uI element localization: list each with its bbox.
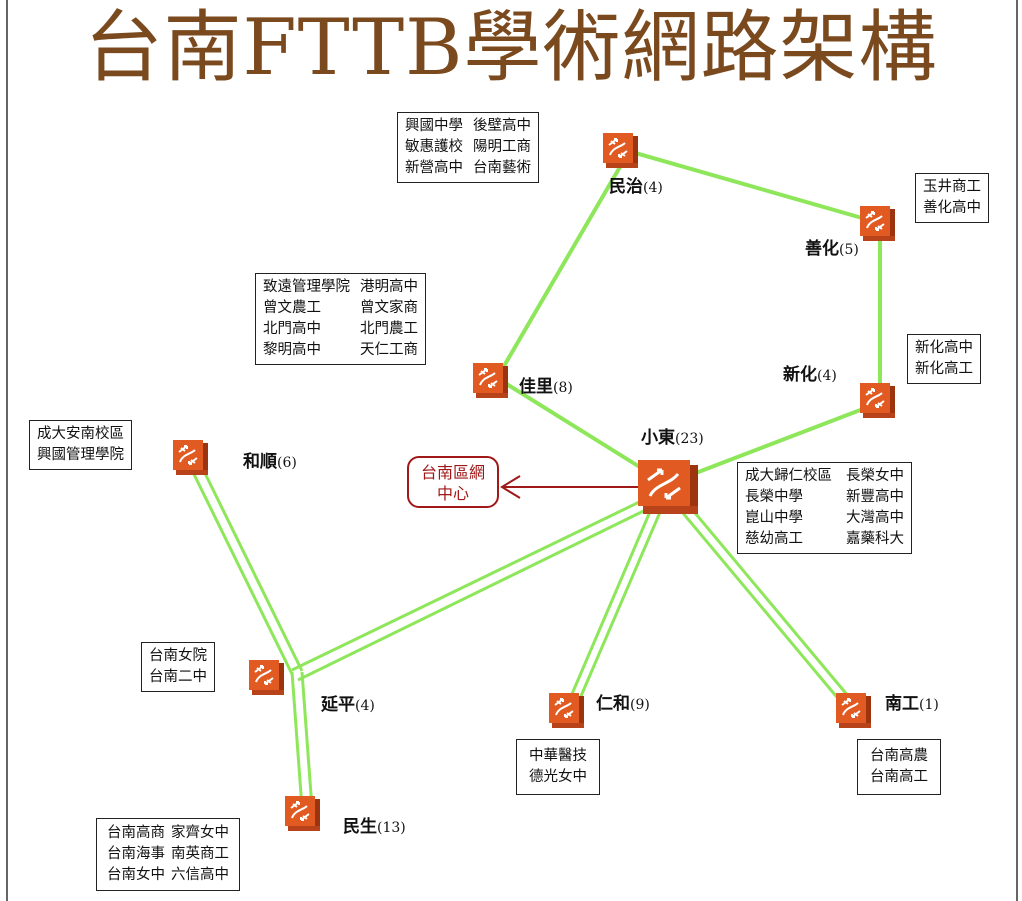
school-name: 北門高中 [263,321,321,337]
center-label-line2: 中心 [436,484,469,503]
school-name: 慈幼高工 [745,531,803,547]
node-label-jiali: 佳里(8) [519,377,573,397]
link-yanping-minsheng-a [290,671,304,809]
school-name: 德光女中 [529,769,587,785]
router-icon-jiali [472,362,509,399]
school-name: 台南海事 [107,846,165,862]
school-name: 南英商工 [171,846,229,862]
school-name: 黎明高中 [263,342,321,358]
link-xiaodong-nangong-b [678,494,856,704]
schools-box-shanhua: 玉井商工 善化高中 [915,173,989,223]
link-xiaodong-nangong-a [670,499,848,709]
school-name: 大灣高中 [846,510,904,526]
router-icon-minzhi [602,132,639,169]
school-name: 台南藝術 [473,160,531,176]
schools-box-jiali: 致遠管理學院港明高中 曾文農工 曾文家商 北門高中 北門農工 黎明高中 天仁工商 [255,273,426,365]
school-name: 台南二中 [149,669,207,685]
school-name: 家齊女中 [171,825,229,841]
school-name: 台南高商 [107,825,165,841]
school-name: 曾文農工 [263,300,321,316]
link-xiaodong-renhe-b [573,502,666,711]
link-xiaodong-renhe-a [564,499,657,709]
school-name: 台南高工 [870,769,928,785]
school-name: 中華醫技 [529,748,587,764]
school-name: 致遠管理學院 [263,279,350,295]
school-name: 成大安南校區 [37,426,124,442]
schools-box-yanping: 台南女院 台南二中 [141,642,215,692]
node-label-xiaodong: 小東(23) [641,428,704,448]
router-icon-minsheng [284,795,321,832]
school-name: 敏惠護校 [405,139,463,155]
schools-box-heshun: 成大安南校區 興國管理學院 [29,420,132,470]
school-name: 港明高中 [360,279,418,295]
school-name: 台南女中 [107,867,165,883]
school-name: 長榮中學 [745,489,803,505]
node-label-nangong: 南工(1) [885,694,939,714]
router-icon-xiaodong [636,458,700,516]
router-icon-nangong [835,692,872,729]
schools-box-minsheng: 台南高商家齊女中 台南海事南英商工 台南女中六信高中 [96,818,240,891]
regional-center-label: 台南區網 中心 [407,456,499,508]
school-name: 成大歸仁校區 [745,468,832,484]
link-heshun-yanping-b [195,456,304,672]
page-title: 台南FTTB學術網路架構 [84,3,938,93]
school-name: 新化高中 [915,340,973,356]
node-label-minzhi: 民治(4) [609,177,663,197]
school-name: 新豐高中 [846,489,904,505]
school-name: 北門農工 [360,321,418,337]
school-name: 陽明工商 [473,139,531,155]
link-xiaodong-yanping-b [297,498,667,682]
link-minzhi-jiali [495,158,626,380]
hub-arrow [500,475,638,499]
schools-box-xinhua: 新化高中 新化高工 [907,334,981,384]
school-name: 興國管理學院 [37,447,124,463]
links [495,150,882,486]
school-name: 新化高工 [915,361,973,377]
school-name: 長榮女中 [846,468,904,484]
school-name: 善化高中 [923,200,981,216]
node-label-minsheng: 民生(13) [343,817,406,837]
school-name: 台南高農 [870,748,928,764]
node-label-renhe: 仁和(9) [596,694,650,714]
schools-box-minzhi: 興國中學後壁高中 敏惠護校陽明工商 新營高中台南藝術 [397,112,539,183]
center-label-line1: 台南區網 [420,463,485,482]
school-name: 後壁高中 [473,118,531,134]
school-name: 新營高中 [405,160,463,176]
router-icon-yanping [248,659,285,696]
link-heshun-yanping-a [185,459,294,675]
school-name: 嘉藥科大 [846,531,904,547]
school-name: 六信高中 [171,867,229,883]
node-label-yanping: 延平(4) [321,695,375,715]
link-xinhua-xiaodong [666,402,877,486]
node-label-xinhua: 新化(4) [783,365,837,385]
node-label-heshun: 和順(6) [243,452,297,472]
link-minzhi-shanhua [631,150,877,224]
router-icon-heshun [172,439,209,476]
schools-box-nangong: 台南高農 台南高工 [857,739,941,795]
router-icon-xinhua [859,382,896,419]
school-name: 玉井商工 [923,179,981,195]
school-name: 天仁工商 [360,342,418,358]
link-xiaodong-yanping-a [291,490,661,672]
router-icon-renhe [548,692,585,729]
node-label-shanhua: 善化(5) [805,239,859,259]
schools-box-renhe: 中華醫技 德光女中 [516,739,600,795]
school-name: 曾文家商 [360,300,418,316]
school-name: 台南女院 [149,648,207,664]
schools-box-xiaodong: 成大歸仁校區長榮女中 長榮中學 新豐高中 崑山中學 大灣高中 慈幼高工 嘉藥科大 [737,462,912,554]
school-name: 興國中學 [405,118,463,134]
link-yanping-minsheng-b [300,671,314,809]
router-icon-shanhua [859,205,896,242]
school-name: 崑山中學 [745,510,803,526]
